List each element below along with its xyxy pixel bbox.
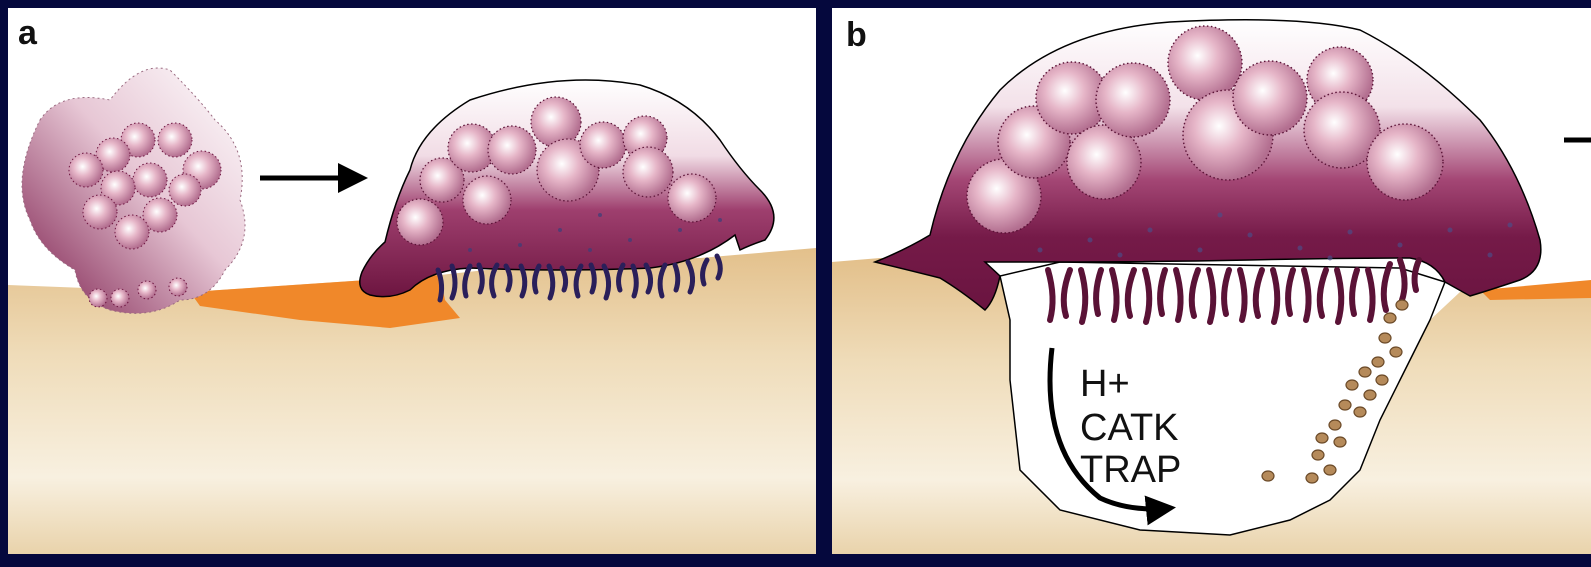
annotation-catk: CATK [1080, 407, 1179, 449]
panel-label-a: a [18, 14, 38, 52]
annotation-trap: TRAP [1080, 449, 1181, 491]
annotation-h-plus: H+ [1080, 363, 1130, 405]
panel-label-b: b [846, 16, 867, 54]
